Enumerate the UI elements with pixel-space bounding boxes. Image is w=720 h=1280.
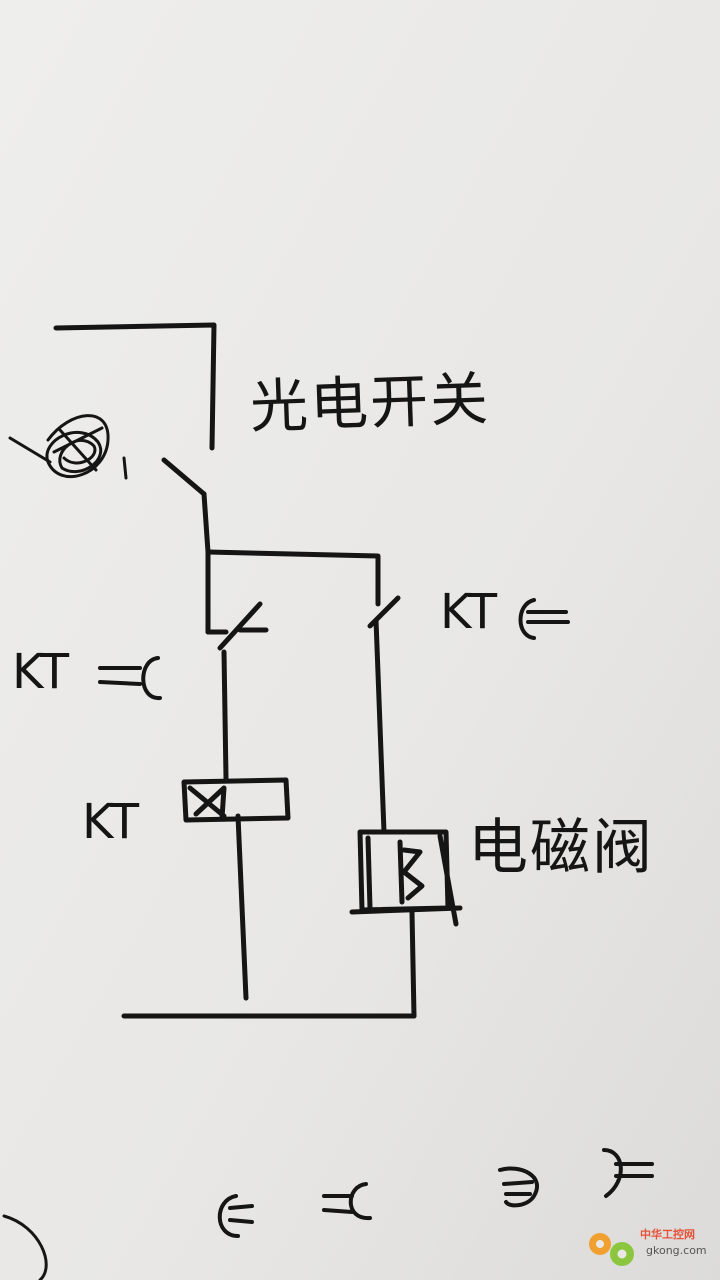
top-supply-wire	[53, 322, 217, 451]
light-source-scribble	[8, 414, 128, 480]
legend-symbol-1	[217, 1194, 254, 1238]
kt-delay-close-symbol	[98, 656, 162, 700]
kt-nc-contact	[205, 601, 269, 781]
legend-symbol-2	[322, 1182, 372, 1221]
watermark-url: gkong.com	[646, 1244, 707, 1257]
corner-scribble	[2, 1214, 48, 1280]
photo-switch-label: 光电开关	[248, 364, 492, 442]
kt-right-label: KT	[440, 584, 498, 640]
branch-top-wire	[205, 549, 381, 607]
solenoid-valve-label: 电磁阀	[468, 813, 654, 883]
solenoid-valve-box	[349, 829, 463, 927]
kt-coil-label: KT	[82, 794, 140, 850]
watermark: 中华工控网 gkong.com	[582, 1222, 712, 1272]
kt-coil-down-wire	[235, 813, 249, 1001]
kt-coil-box	[181, 777, 291, 823]
legend-symbol-4	[602, 1148, 654, 1198]
gear-icon	[589, 1233, 634, 1266]
kt-no-contact	[367, 595, 401, 835]
legend-symbol-3	[498, 1166, 539, 1208]
watermark-name: 中华工控网	[640, 1228, 695, 1241]
valve-down-wire	[409, 909, 417, 1019]
photo-switch-contact	[161, 457, 207, 497]
kt-left-label: KT	[12, 644, 70, 700]
kt-delay-open-symbol	[518, 598, 570, 640]
